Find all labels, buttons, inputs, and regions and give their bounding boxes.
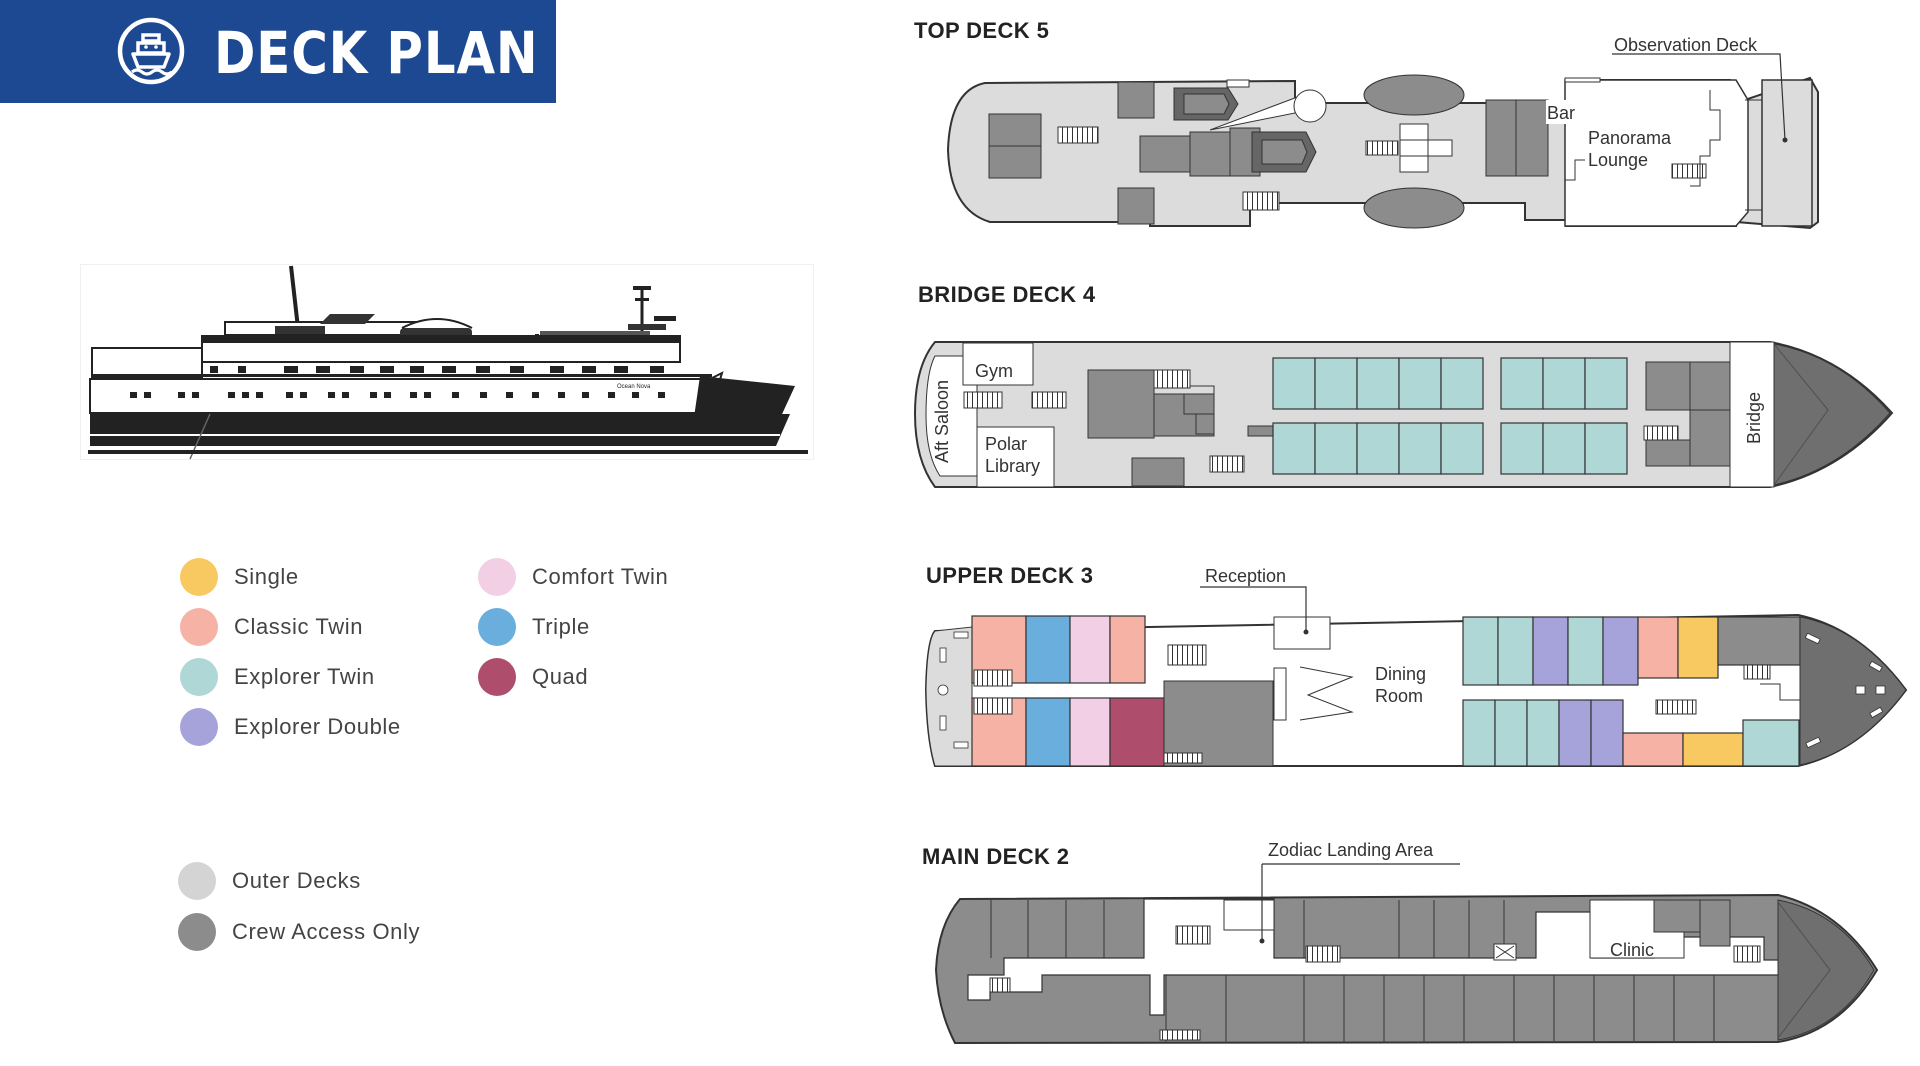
legend-swatch xyxy=(180,708,218,746)
header-banner: DECK PLAN xyxy=(0,0,556,103)
legend-item-explorer-double: Explorer Double xyxy=(180,707,401,747)
legend-swatch xyxy=(478,608,516,646)
panorama-lounge-label: Lounge xyxy=(1588,150,1648,170)
top-deck: TOP DECK 5 xyxy=(914,18,1819,230)
legend-swatch xyxy=(178,862,216,900)
clinic-label: Clinic xyxy=(1610,940,1654,960)
upper-deck: UPPER DECK 3 Reception Dining Room xyxy=(924,563,1908,767)
reception-label: Reception xyxy=(1205,566,1286,586)
legend-item-outer-decks: Outer Decks xyxy=(178,861,361,901)
dining-room-label: Room xyxy=(1375,686,1423,706)
legend-item-single: Single xyxy=(180,557,299,597)
legend-label: Explorer Twin xyxy=(234,664,375,689)
top-deck-title: TOP DECK 5 xyxy=(914,18,1049,43)
legend-swatch xyxy=(180,608,218,646)
main-deck: MAIN DECK 2 xyxy=(922,840,1879,1045)
legend-label: Outer Decks xyxy=(232,868,361,893)
zodiac-landing-area-label: Zodiac Landing Area xyxy=(1268,840,1434,860)
legend-swatch xyxy=(178,913,216,951)
legend-item-explorer-twin: Explorer Twin xyxy=(180,657,375,697)
legend-label: Single xyxy=(234,564,299,589)
panorama-lounge-label: Panorama xyxy=(1588,128,1672,148)
legend-swatch xyxy=(180,558,218,596)
legend-label: Crew Access Only xyxy=(232,919,421,944)
gym-label: Gym xyxy=(975,361,1013,381)
polar-library-label: Library xyxy=(985,456,1040,476)
legend-label: Quad xyxy=(532,664,589,689)
legend-item-quad: Quad xyxy=(478,657,588,697)
observation-deck-label: Observation Deck xyxy=(1614,35,1758,55)
aft-saloon-label: Aft Saloon xyxy=(932,380,952,463)
legend-swatch xyxy=(478,658,516,696)
main-deck-title: MAIN DECK 2 xyxy=(922,844,1069,869)
legend-item-triple: Triple xyxy=(478,607,590,647)
legend-label: Comfort Twin xyxy=(532,564,669,589)
dining-room-label: Dining xyxy=(1375,664,1426,684)
bar-label: Bar xyxy=(1547,103,1575,123)
hull-name: Ocean Nova xyxy=(617,384,651,390)
ship-icon xyxy=(117,17,185,85)
ship-side-view: Ocean Nova xyxy=(80,264,814,460)
page-title: DECK PLAN xyxy=(214,19,539,87)
legend-label: Explorer Double xyxy=(234,714,401,739)
legend-item-comfort-twin: Comfort Twin xyxy=(478,557,668,597)
legend-swatch xyxy=(180,658,218,696)
legend-label: Triple xyxy=(532,614,590,639)
bridge-deck-title: BRIDGE DECK 4 xyxy=(918,282,1096,307)
bridge-label: Bridge xyxy=(1744,392,1764,444)
polar-library-label: Polar xyxy=(985,434,1027,454)
legend-swatch xyxy=(478,558,516,596)
legend-item-crew-access: Crew Access Only xyxy=(178,912,420,952)
legend-item-classic-twin: Classic Twin xyxy=(180,607,363,647)
legend-label: Classic Twin xyxy=(234,614,364,639)
bridge-deck: BRIDGE DECK 4 xyxy=(913,282,1894,488)
upper-deck-title: UPPER DECK 3 xyxy=(926,563,1093,588)
